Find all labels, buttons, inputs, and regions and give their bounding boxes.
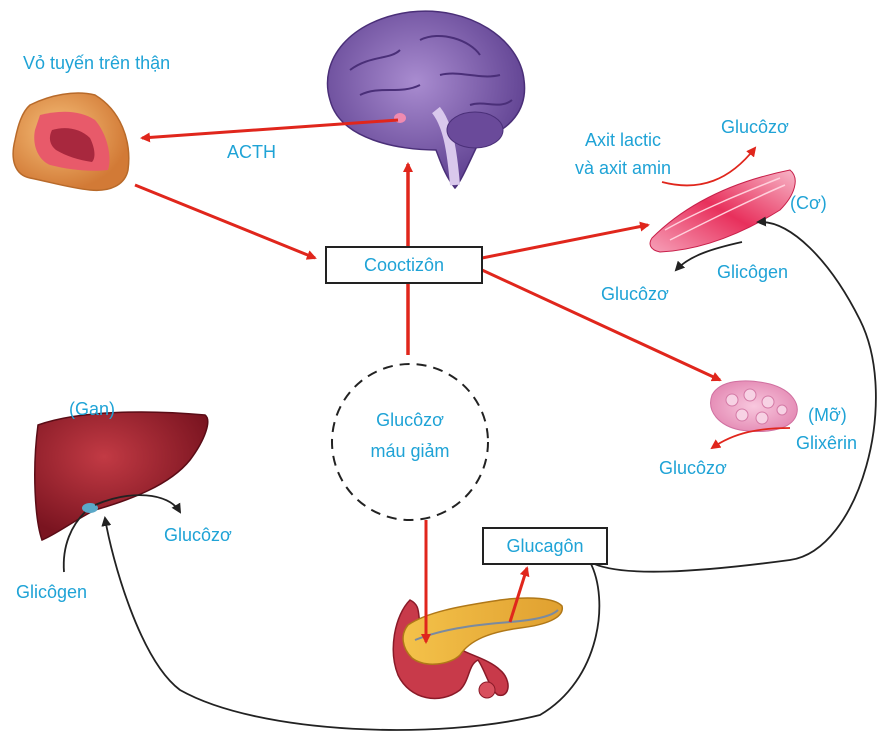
muscle-glucose-arrow — [662, 148, 755, 185]
pancreas-icon — [393, 598, 562, 698]
muscle-input-line2: và axit amin — [575, 157, 671, 179]
fat-glucose-arrow — [712, 428, 790, 448]
muscle-glucose-bottom: Glucôzơ — [601, 283, 669, 305]
brain-icon — [328, 11, 525, 188]
muscle-glycogen-label: Glicôgen — [717, 261, 788, 283]
liver-label: (Gan) — [69, 398, 115, 420]
muscle-glucose-top: Glucôzơ — [721, 116, 789, 138]
cortisol-to-muscle-arrow — [482, 225, 648, 258]
adrenal-cortex-label: Vỏ tuyến trên thận — [23, 52, 170, 74]
glucagon-box: Glucagôn — [482, 527, 608, 565]
acth-label: ACTH — [227, 141, 276, 163]
fat-tissue-icon — [711, 381, 798, 432]
glycerol-label: Glixêrin — [796, 432, 857, 454]
liver-icon — [35, 412, 208, 540]
blood-glucose-line1: Glucôzơ — [340, 409, 480, 431]
muscle-icon — [650, 170, 795, 252]
fat-glucose-label: Glucôzơ — [659, 457, 727, 479]
blood-glucose-line2: máu giảm — [340, 440, 480, 462]
muscle-input-line1: Axit lactic — [585, 129, 661, 151]
fat-label: (Mỡ) — [808, 404, 847, 426]
adrenal-to-cortisol-arrow — [135, 185, 315, 258]
muscle-label: (Cơ) — [790, 192, 827, 214]
cortisol-box: Cooctizôn — [325, 246, 483, 284]
adrenal-gland-icon — [13, 93, 129, 190]
liver-glucose-label: Glucôzơ — [164, 524, 232, 546]
liver-glycogen-label: Glicôgen — [16, 581, 87, 603]
